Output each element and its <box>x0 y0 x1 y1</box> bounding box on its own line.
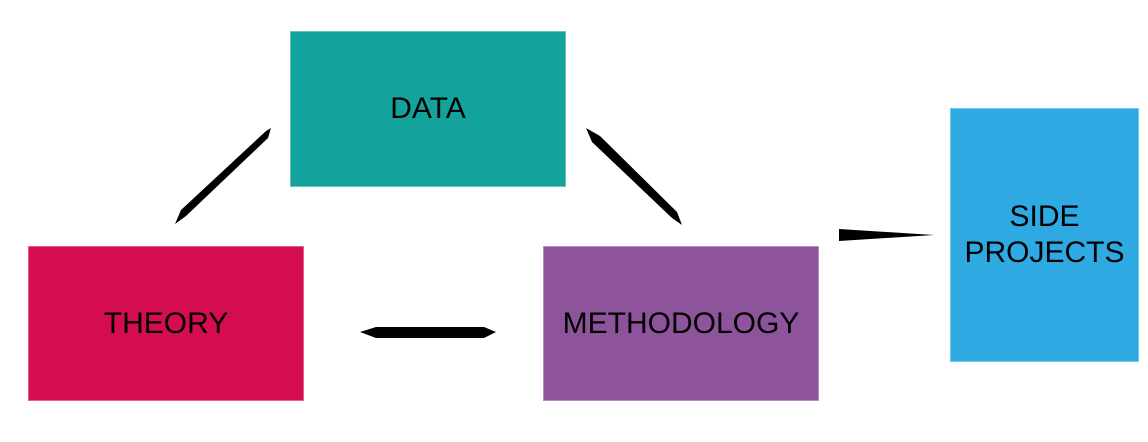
node-theory: THEORY <box>28 246 304 401</box>
connector-data-methodology <box>586 128 682 225</box>
node-methodology-label: METHODOLOGY <box>562 306 800 340</box>
connector-methodology-side-projects <box>839 229 934 241</box>
node-theory-label: THEORY <box>103 306 229 340</box>
node-data: DATA <box>290 31 566 187</box>
connector-theory-data <box>175 128 271 224</box>
node-methodology: METHODOLOGY <box>543 246 819 401</box>
node-side-projects: SIDE PROJECTS <box>950 108 1139 362</box>
connector-theory-methodology <box>360 327 496 338</box>
node-side-projects-label: SIDE PROJECTS <box>964 200 1125 269</box>
node-data-label: DATA <box>390 92 466 125</box>
